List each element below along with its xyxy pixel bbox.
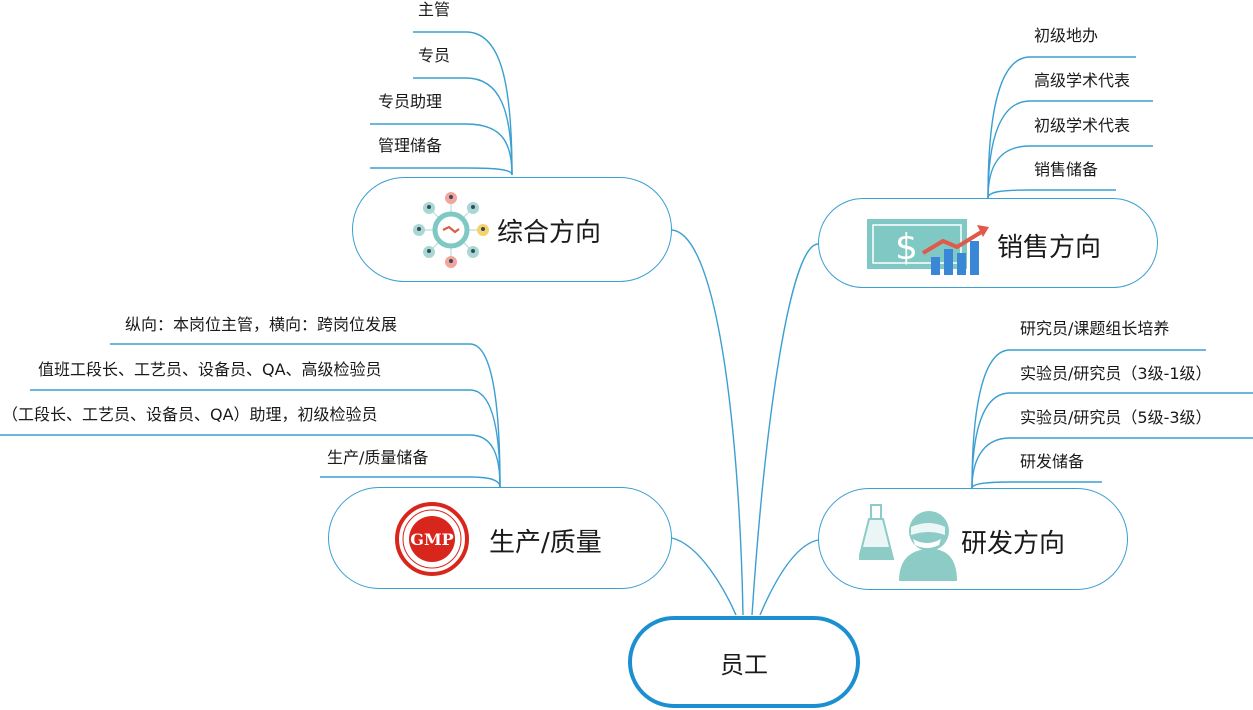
general-item-2: 专员助理 (378, 92, 443, 111)
connector-root-rnd (759, 539, 819, 616)
production-item-0: 纵向：本岗位主管，横向：跨岗位发展 (125, 315, 398, 334)
general-item-0: 主管 (418, 0, 451, 19)
general-item-1: 专员 (418, 46, 451, 65)
gmp-seal-text: GMP (410, 530, 453, 549)
underline-general-0 (413, 31, 513, 176)
underline-general-3 (370, 167, 513, 176)
underline-production-3 (320, 476, 501, 488)
sales-item-1: 高级学术代表 (1034, 71, 1131, 90)
dollar-growth-chart-icon: $ (867, 219, 989, 275)
gmp-seal-icon: GMP (395, 502, 469, 576)
branch-node-sales[interactable]: $ 销售方向 (818, 198, 1158, 288)
rnd-item-1: 实验员/研究员（3级-1级） (1020, 364, 1212, 383)
underline-sales-0 (987, 56, 1136, 199)
sales-item-3: 销售储备 (1034, 160, 1099, 179)
underline-general-2 (370, 123, 513, 176)
branch-label-production: 生产/质量 (489, 528, 602, 558)
rnd-item-0: 研究员/课题组长培养 (1020, 319, 1170, 338)
branch-node-general[interactable]: 综合方向 (352, 177, 672, 282)
underline-sales-3 (987, 189, 1116, 199)
rnd-item-2: 实验员/研究员（5级-3级） (1020, 408, 1212, 427)
rnd-item-3: 研发储备 (1020, 452, 1085, 471)
connector-root-production (671, 537, 737, 616)
underline-rnd-2 (971, 437, 1253, 489)
production-item-1: 值班工段长、工艺员、设备员、QA、高级检验员 (38, 360, 382, 379)
branch-label-rnd: 研发方向 (961, 529, 1066, 559)
general-item-3: 管理储备 (378, 136, 443, 155)
underline-production-2 (0, 434, 501, 488)
svg-text:$: $ (895, 227, 918, 268)
sales-item-2: 初级学术代表 (1034, 116, 1131, 135)
root-node[interactable]: 员工 (628, 616, 860, 708)
underline-rnd-3 (971, 481, 1102, 489)
underline-sales-2 (987, 145, 1153, 199)
branch-label-sales: 销售方向 (997, 233, 1102, 263)
branch-label-general: 综合方向 (497, 218, 602, 248)
root-label: 员工 (720, 650, 768, 679)
branch-node-rnd[interactable]: 研发方向 (818, 488, 1128, 590)
underline-rnd-1 (971, 392, 1253, 489)
production-item-2: （工段长、工艺员、设备员、QA）助理，初级检验员 (2, 405, 378, 424)
lab-scientist-icon (859, 504, 957, 581)
production-item-3: 生产/质量储备 (327, 448, 429, 467)
connector-root-general (671, 229, 744, 616)
underline-sales-1 (987, 100, 1153, 199)
sales-item-0: 初级地办 (1034, 26, 1099, 45)
network-people-icon (413, 192, 489, 268)
branch-node-production[interactable]: GMP 生产/质量 (328, 487, 672, 589)
connector-root-sales (751, 243, 819, 616)
underline-general-1 (413, 77, 513, 176)
